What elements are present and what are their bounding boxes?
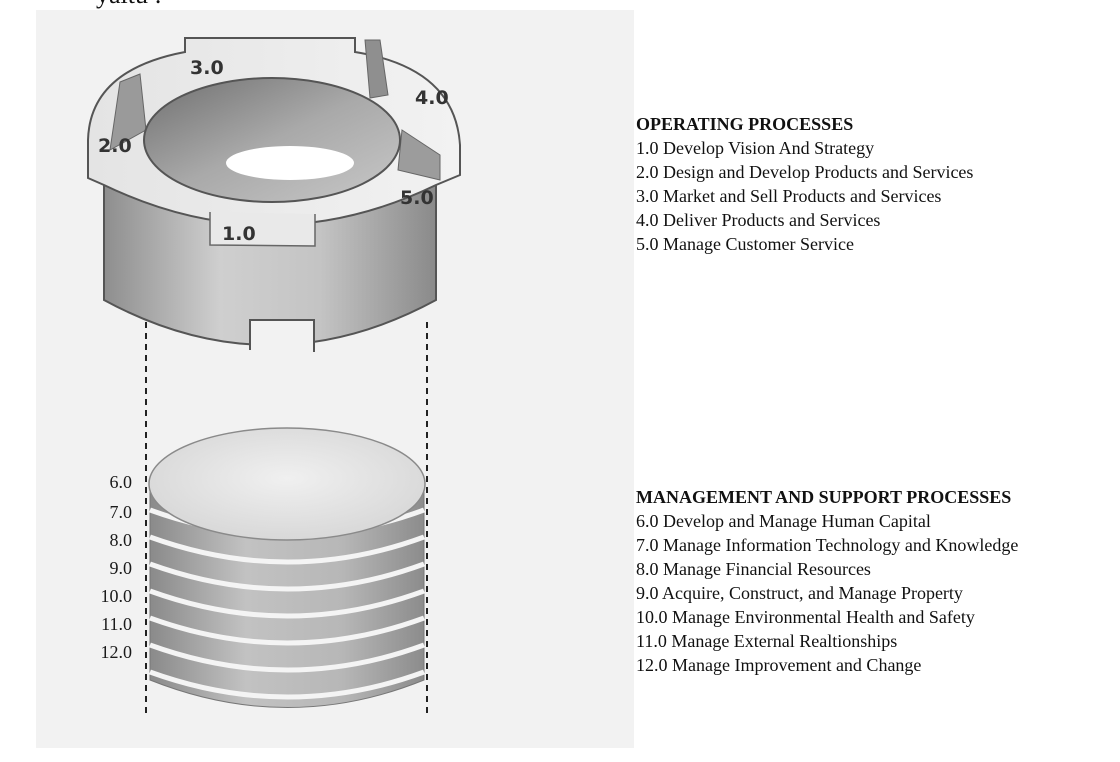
- operating-processes-section: OPERATING PROCESSES 1.0 Develop Vision A…: [636, 112, 973, 256]
- ring-label-5: 5.0: [400, 187, 434, 209]
- operating-ring: [87, 37, 461, 352]
- ring-label-4: 4.0: [415, 87, 449, 109]
- layer-label-7: 7.0: [109, 502, 133, 522]
- operating-item: 1.0 Develop Vision And Strategy: [636, 138, 875, 158]
- management-item: 10.0 Manage Environmental Health and Saf…: [636, 607, 975, 627]
- layer-label-11: 11.0: [101, 614, 132, 634]
- ring-label-1: 1.0: [222, 223, 256, 245]
- management-item: 11.0 Manage External Realtionships: [636, 631, 898, 651]
- layer-label-8: 8.0: [109, 530, 133, 550]
- management-item: 9.0 Acquire, Construct, and Manage Prope…: [636, 583, 963, 603]
- management-processes-section: MANAGEMENT AND SUPPORT PROCESSES 6.0 Dev…: [636, 485, 1018, 677]
- management-item: 7.0 Manage Information Technology and Kn…: [636, 535, 1019, 555]
- layer-label-9: 9.0: [109, 558, 133, 578]
- layer-label-10: 10.0: [100, 586, 133, 606]
- management-processes-heading: MANAGEMENT AND SUPPORT PROCESSES: [636, 487, 1012, 507]
- management-item: 12.0 Manage Improvement and Change: [636, 655, 922, 675]
- ring-label-2: 2.0: [98, 135, 132, 157]
- support-stack: [148, 427, 426, 708]
- operating-item: 3.0 Market and Sell Products and Service…: [636, 186, 942, 206]
- ring-label-3: 3.0: [190, 57, 224, 79]
- management-item: 8.0 Manage Financial Resources: [636, 559, 871, 579]
- operating-item: 2.0 Design and Develop Products and Serv…: [636, 162, 974, 182]
- layer-label-6: 6.0: [109, 472, 133, 492]
- layer-label-12: 12.0: [100, 642, 133, 662]
- operating-item: 5.0 Manage Customer Service: [636, 234, 854, 254]
- management-item: 6.0 Develop and Manage Human Capital: [636, 511, 931, 531]
- process-diagram: 3.0 4.0 2.0 5.0 1.0: [87, 37, 461, 716]
- operating-processes-heading: OPERATING PROCESSES: [636, 114, 854, 134]
- top-text: yaitu :: [96, 0, 162, 10]
- operating-item: 4.0 Deliver Products and Services: [636, 210, 881, 230]
